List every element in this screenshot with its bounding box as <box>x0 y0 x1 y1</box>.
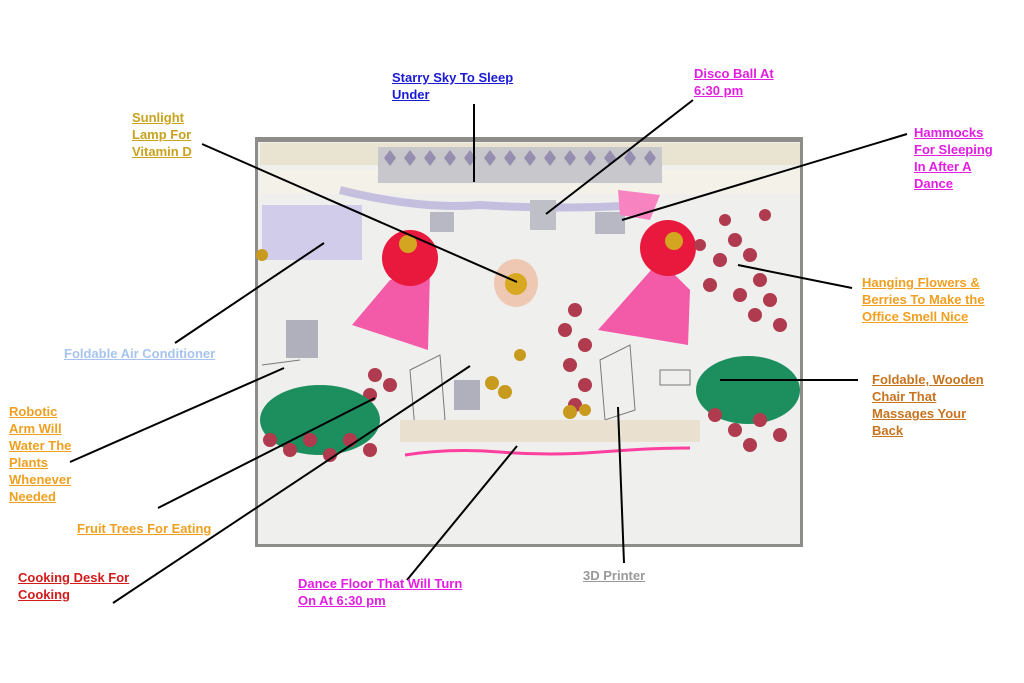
label-line: On At 6:30 pm <box>298 593 386 608</box>
label-line: Starry Sky To Sleep <box>392 70 514 85</box>
leader-line-dance-floor <box>406 445 518 581</box>
label-line: Disco Ball At <box>694 66 774 81</box>
mirror-tile <box>286 320 318 358</box>
berry-cluster <box>558 303 592 412</box>
crayon-scribble <box>339 186 641 212</box>
label-line: Hanging Flowers & <box>862 275 980 290</box>
label-line: Sunlight <box>132 110 184 125</box>
red-pompom <box>640 220 696 276</box>
label-cooking-desk: Cooking Desk For Cooking <box>18 569 129 603</box>
red-pompom <box>382 230 438 286</box>
leader-line-sunlight-lamp <box>201 143 518 283</box>
dance-floor-tape <box>400 420 700 442</box>
leader-line-foldable-air <box>174 242 325 344</box>
label-line: Arm Will <box>9 421 62 436</box>
label-line: Berries To Make the <box>862 292 985 307</box>
label-line: Back <box>872 423 904 438</box>
label-hanging-flowers: Hanging Flowers & Berries To Make the Of… <box>862 274 985 325</box>
label-line: Under <box>392 87 430 102</box>
label-line: Cooking <box>18 587 70 602</box>
label-line: Foldable, Wooden <box>872 372 984 387</box>
leader-lines <box>69 99 908 604</box>
label-line: Massages Your <box>872 406 967 421</box>
label-line: Dance Floor That Will Turn <box>298 576 463 591</box>
label-line: Needed <box>9 489 56 504</box>
leader-line-hammocks <box>621 133 908 221</box>
berry-cluster <box>694 209 787 332</box>
mirror-tile <box>430 212 454 232</box>
leader-line-cooking-desk <box>112 365 471 604</box>
leader-line-3d-printer <box>617 406 625 564</box>
label-line: Lamp For <box>132 127 192 142</box>
label-line: Hammocks <box>914 125 984 140</box>
label-foldable-chair: Foldable, Wooden Chair That Massages You… <box>872 371 984 439</box>
berry-cluster <box>263 408 787 462</box>
label-hammocks: Hammocks For Sleeping In After A Dance <box>914 124 993 192</box>
label-line: 3D Printer <box>583 568 646 583</box>
label-line: Whenever <box>9 472 72 487</box>
paper-sheet <box>258 142 800 544</box>
gold-sequin <box>665 232 683 250</box>
label-disco-ball: Disco Ball At 6:30 pm <box>694 65 774 99</box>
label-line: Robotic <box>9 404 58 419</box>
label-line: Foldable Air Conditioner <box>64 346 216 361</box>
gold-sequins <box>256 249 591 419</box>
green-fluff <box>696 356 800 424</box>
leader-line-disco-ball <box>545 99 694 215</box>
gold-sequin <box>505 273 527 295</box>
leader-line-fruit-trees <box>157 397 376 509</box>
mirror-tile <box>595 212 625 234</box>
label-robotic-arm: Robotic Arm Will Water The Plants Whenev… <box>9 403 71 505</box>
holographic-diamonds <box>384 150 656 166</box>
label-line: Chair That <box>872 389 937 404</box>
label-line: 6:30 pm <box>694 83 744 98</box>
mirror-tile <box>454 380 480 410</box>
leader-line-hanging-flowers <box>737 264 853 289</box>
label-3d-printer: 3D Printer <box>583 567 645 584</box>
label-line: Vitamin D <box>132 144 192 159</box>
green-fluff <box>260 385 380 455</box>
label-dance-floor: Dance Floor That Will Turn On At 6:30 pm <box>298 575 462 609</box>
pink-hammock <box>598 260 690 345</box>
label-line: In After A <box>914 159 972 174</box>
label-line: For Sleeping <box>914 142 993 157</box>
label-line: Dance <box>914 176 954 191</box>
label-line: Plants <box>9 455 49 470</box>
label-line: Water The <box>9 438 72 453</box>
leader-line-robotic-arm <box>69 367 285 463</box>
label-fruit-trees: Fruit Trees For Eating <box>77 520 211 537</box>
gold-sequin <box>399 235 417 253</box>
label-sunlight-lamp: Sunlight Lamp For Vitamin D <box>132 109 192 160</box>
holographic-strip <box>378 147 662 183</box>
mirror-tile <box>530 200 556 230</box>
label-line: Office Smell Nice <box>862 309 969 324</box>
pink-marker-line <box>404 446 691 457</box>
label-line: Fruit Trees For Eating <box>77 521 212 536</box>
pink-hammock <box>352 270 430 350</box>
label-line: Cooking Desk For <box>18 570 130 585</box>
label-foldable-air-conditioner: Foldable Air Conditioner <box>64 345 215 362</box>
label-starry-sky: Starry Sky To Sleep Under <box>392 69 513 103</box>
